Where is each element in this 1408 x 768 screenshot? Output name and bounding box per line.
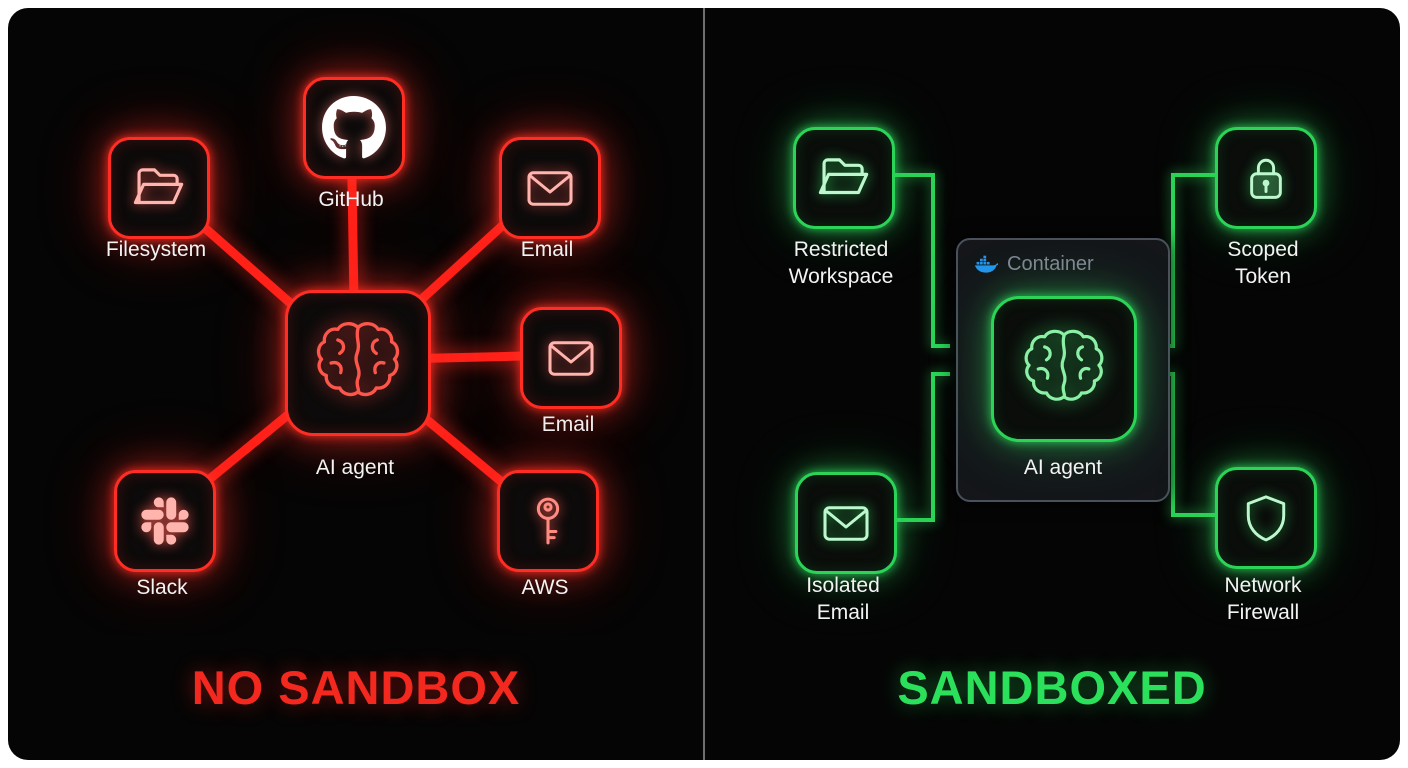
label-line-1: Isolated — [806, 574, 880, 597]
node-slack-label: Slack — [136, 576, 188, 599]
label-line-2: Token — [1234, 265, 1292, 288]
slack-icon — [138, 494, 192, 548]
node-email-top-label: Email — [520, 238, 574, 261]
node-aws — [497, 470, 599, 572]
node-ai-agent-right — [991, 296, 1137, 442]
node-isolated-email — [795, 472, 897, 574]
label-line-1: Restricted — [793, 238, 889, 261]
envelope-icon — [522, 164, 578, 213]
node-scoped-token — [1215, 127, 1317, 229]
container-header: Container — [958, 240, 1168, 276]
node-aws-label: AWS — [521, 576, 569, 599]
node-isolated-email-label: Isolated Email — [733, 572, 953, 626]
envelope-icon — [818, 499, 874, 548]
node-filesystem — [108, 137, 210, 239]
github-icon — [322, 95, 386, 161]
node-github-label: GitHub — [318, 188, 384, 211]
folder-icon — [130, 159, 188, 217]
label-line-1: Scoped — [1227, 238, 1299, 261]
folder-icon — [815, 149, 873, 207]
docker-icon — [974, 255, 998, 274]
label-line-2: Workspace — [788, 265, 894, 288]
node-email-right-label: Email — [541, 413, 595, 436]
container-box: Container AI agent — [956, 238, 1170, 502]
node-ai-agent-left — [285, 290, 431, 436]
node-restricted-workspace — [793, 127, 895, 229]
node-network-firewall — [1215, 467, 1317, 569]
node-filesystem-label: Filesystem — [105, 238, 207, 261]
shield-icon — [1239, 490, 1293, 546]
right-panel-title: SANDBOXED — [897, 661, 1207, 714]
node-email-top — [499, 137, 601, 239]
label-line-2: Firewall — [1226, 601, 1300, 624]
lock-icon — [1239, 150, 1293, 206]
node-ai-agent-left-label: AI agent — [315, 456, 395, 479]
node-github — [303, 77, 405, 179]
node-scoped-token-label: Scoped Token — [1153, 236, 1373, 290]
key-icon — [520, 492, 576, 550]
diagram-canvas: Filesystem GitHub Email Email — [8, 8, 1400, 760]
node-network-firewall-label: Network Firewall — [1153, 572, 1373, 626]
node-ai-agent-right-label: AI agent — [1023, 456, 1103, 479]
brain-icon — [310, 315, 406, 411]
label-line-2: Email — [816, 601, 870, 624]
container-label: Container — [1007, 253, 1094, 275]
node-restricted-workspace-label: Restricted Workspace — [731, 236, 951, 290]
left-panel-title: NO SANDBOX — [191, 661, 521, 714]
panel-divider — [703, 8, 705, 760]
node-slack — [114, 470, 216, 572]
node-email-right — [520, 307, 622, 409]
label-line-1: Network — [1224, 574, 1302, 597]
brain-icon — [1018, 323, 1110, 415]
envelope-icon — [543, 334, 599, 383]
